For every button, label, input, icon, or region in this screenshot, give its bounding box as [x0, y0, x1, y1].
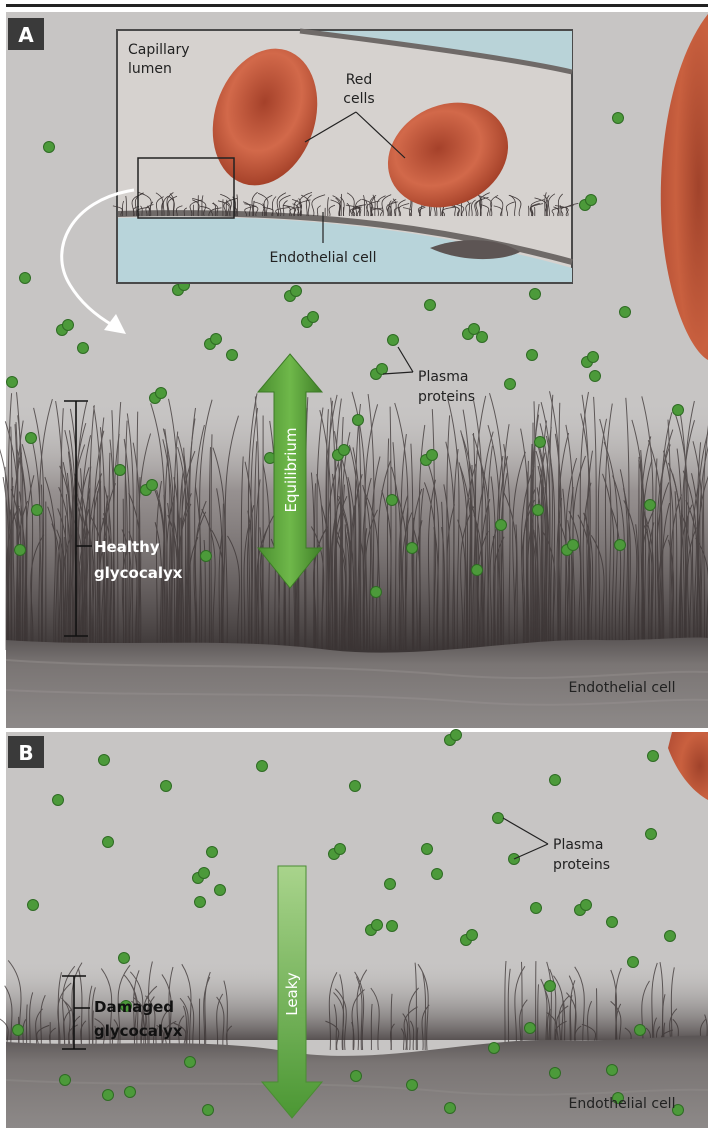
plasma-proteins-label-line2: proteins — [418, 389, 475, 405]
plasma-proteins-b-label-line1: Plasma — [553, 837, 603, 853]
endothelial-cell-inset-label: Endothelial cell — [270, 250, 377, 266]
plasma-proteins-b-label-line2: proteins — [553, 857, 610, 873]
top-rule — [6, 4, 708, 7]
red-cells-label-line2: cells — [343, 91, 374, 107]
panel-a: A Capillary lumen Red cells — [0, 12, 708, 728]
endothelial-cell-label-a: Endothelial cell — [569, 680, 676, 696]
damaged-glycocalyx-label-line1: Damaged — [94, 998, 174, 1016]
plasma-proteins-label-line1: Plasma — [418, 369, 468, 385]
damaged-glycocalyx-label-line2: glycocalyx — [94, 1022, 183, 1040]
equilibrium-label: Equilibrium — [282, 428, 300, 513]
endothelial-cell-label-b: Endothelial cell — [569, 1096, 676, 1112]
panel-b-letter: B — [18, 741, 33, 765]
red-cells-label-line1: Red — [346, 72, 373, 88]
capillary-inset: Capillary lumen Red cells Endothelial ce… — [113, 30, 579, 283]
healthy-glycocalyx-label-line2: glycocalyx — [94, 564, 183, 582]
capillary-lumen-label-line2: lumen — [128, 61, 172, 77]
glycocalyx-fiber — [522, 962, 523, 1050]
panel-divider — [6, 728, 708, 732]
healthy-glycocalyx-label-line1: Healthy — [94, 538, 160, 556]
capillary-lumen-label-line1: Capillary — [128, 42, 190, 58]
panel-a-letter: A — [18, 23, 34, 47]
leaky-label: Leaky — [283, 972, 301, 1016]
panel-b: B Leaky Plasma proteins Damaged glycocal… — [0, 730, 708, 1129]
